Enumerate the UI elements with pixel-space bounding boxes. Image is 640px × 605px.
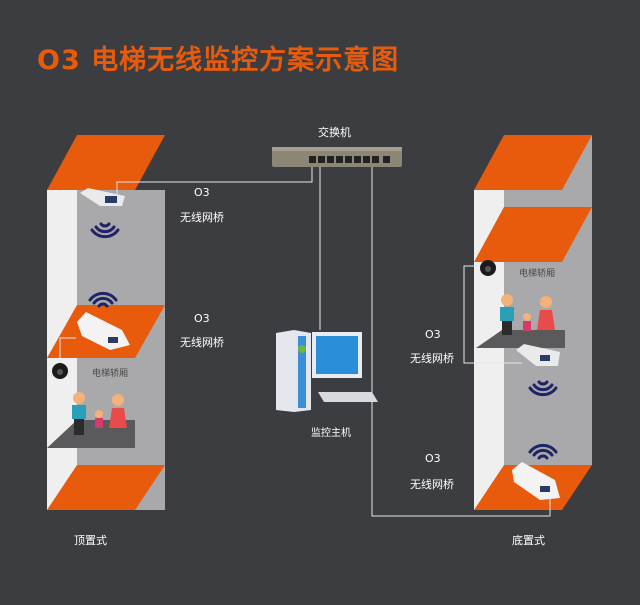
wifi-signal-icon	[88, 291, 118, 308]
shaft-top-cap	[474, 135, 592, 190]
shaft-top-cap	[47, 135, 165, 190]
network-cables	[59, 167, 551, 517]
bridge-model-label: O3	[425, 328, 441, 341]
wifi-signal-icon	[528, 443, 558, 460]
left-elevator-shaft	[47, 135, 165, 510]
wireless-bridge-left-car	[77, 312, 130, 350]
car-label: 电梯轿厢	[92, 369, 129, 379]
bridge-model-label: O3	[425, 452, 441, 465]
bridge-model-label: O3	[194, 312, 210, 325]
wireless-bridge-right-car	[516, 344, 560, 366]
bridge-desc-label: 无线网桥	[410, 478, 454, 491]
page-title: O3 电梯无线监控方案示意图	[37, 45, 400, 76]
bridge-desc-label: 无线网桥	[410, 352, 454, 365]
car-floor	[476, 330, 565, 348]
bridge-model-label: O3	[194, 186, 210, 199]
wireless-bridge-left-top	[80, 188, 125, 206]
host-label: 监控主机	[311, 428, 351, 439]
bridge-desc-label: 无线网桥	[180, 336, 224, 349]
desktop-computer-icon	[276, 330, 378, 412]
mode-label-top: 顶置式	[74, 534, 107, 547]
wifi-signal-icon	[90, 222, 120, 239]
mode-label-bottom: 底置式	[512, 534, 545, 547]
car-label: 电梯轿厢	[519, 269, 556, 279]
car-roof	[474, 207, 592, 262]
wifi-signal-icon	[528, 380, 558, 397]
dome-camera-icon	[480, 260, 496, 276]
shaft-bottom-cap	[47, 465, 165, 510]
switch-label: 交换机	[318, 126, 351, 139]
right-elevator-shaft	[474, 135, 592, 510]
dome-camera-icon	[52, 363, 68, 379]
wireless-bridge-right-bottom	[512, 462, 560, 500]
passengers-illustration	[72, 392, 127, 435]
network-switch-icon	[272, 147, 402, 167]
bridge-desc-label: 无线网桥	[180, 211, 224, 224]
passengers-illustration	[500, 294, 555, 335]
